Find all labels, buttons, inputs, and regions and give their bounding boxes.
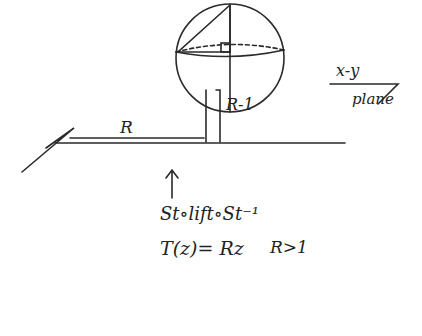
sketch-label: R>1 [270,238,308,257]
plane-corner [22,128,74,172]
sketch-label: R [120,118,133,137]
sketch-label: R-1 [226,96,254,114]
sketch-label: x-y [336,62,359,80]
sketch-label: plane [352,91,394,108]
height-bracket [216,90,220,142]
right-angle [221,43,230,52]
sketch-label: T(z)= Rz [160,238,244,259]
triangle [178,5,230,52]
up-arrow [166,170,178,198]
sketch-label: St∘lift∘St⁻¹ [160,204,259,224]
height-line [205,90,207,142]
radius-line [70,137,204,139]
plane-edge [55,142,345,144]
